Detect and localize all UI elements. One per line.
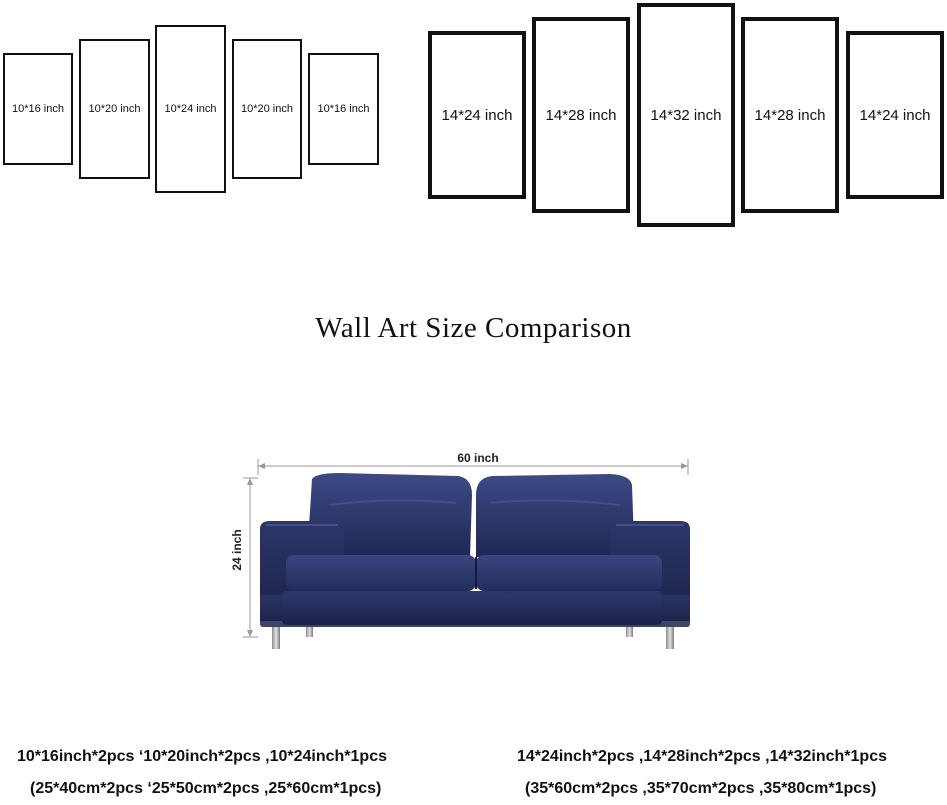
seat-cushion-left (286, 555, 476, 591)
width-dimension: 60 inch (257, 451, 689, 475)
sofa-drawing: 60 inch 24 inch (230, 451, 690, 649)
panel-label: 10*16 inch (317, 103, 370, 115)
large-set-spec-cm: (35*60cm*2pcs ,35*70cm*2pcs ,35*80cm*1pc… (525, 780, 877, 797)
small-set-spec-inches: 10*16inch*2pcs ‘10*20inch*2pcs ,10*24inc… (17, 748, 387, 765)
small-panel-1: 10*16 inch (3, 53, 73, 165)
back-cushion-left (308, 473, 472, 557)
sofa-leg (666, 627, 674, 649)
small-panel-5: 10*16 inch (308, 53, 379, 165)
large-panel-4: 14*28 inch (741, 17, 839, 213)
panel-label: 10*24 inch (164, 103, 217, 115)
seat-cushion-right (476, 555, 662, 591)
large-panel-3: 14*32 inch (637, 3, 735, 227)
sofa-leg (626, 627, 633, 637)
panel-label: 14*28 inch (545, 106, 617, 124)
width-label: 60 inch (457, 451, 498, 465)
panel-label: 14*28 inch (754, 106, 826, 124)
back-cushion-right (476, 474, 634, 557)
panel-label: 14*32 inch (650, 106, 722, 124)
sofa-leg (272, 627, 280, 649)
panel-label: 10*16 inch (12, 103, 64, 115)
small-panel-2: 10*20 inch (79, 39, 150, 179)
large-panel-1: 14*24 inch (428, 31, 526, 199)
small-set-spec-cm: (25*40cm*2pcs ‘25*50cm*2pcs ,25*60cm*1pc… (30, 780, 382, 797)
sofa-illustration: 60 inch 24 inch (220, 445, 710, 660)
small-panel-4: 10*20 inch (232, 39, 302, 179)
panel-label: 14*24 inch (441, 106, 513, 124)
large-panel-2: 14*28 inch (532, 17, 630, 213)
height-label: 24 inch (230, 529, 244, 570)
panel-label: 10*20 inch (241, 103, 293, 115)
large-panel-5: 14*24 inch (846, 31, 944, 199)
height-dimension: 24 inch (230, 477, 258, 638)
sofa-leg (306, 627, 313, 637)
panel-label: 10*20 inch (88, 103, 141, 115)
large-set-spec-inches: 14*24inch*2pcs ,14*28inch*2pcs ,14*32inc… (517, 748, 887, 765)
page-title: Wall Art Size Comparison (315, 312, 632, 344)
small-panel-3: 10*24 inch (155, 25, 226, 193)
panel-label: 14*24 inch (859, 106, 931, 124)
